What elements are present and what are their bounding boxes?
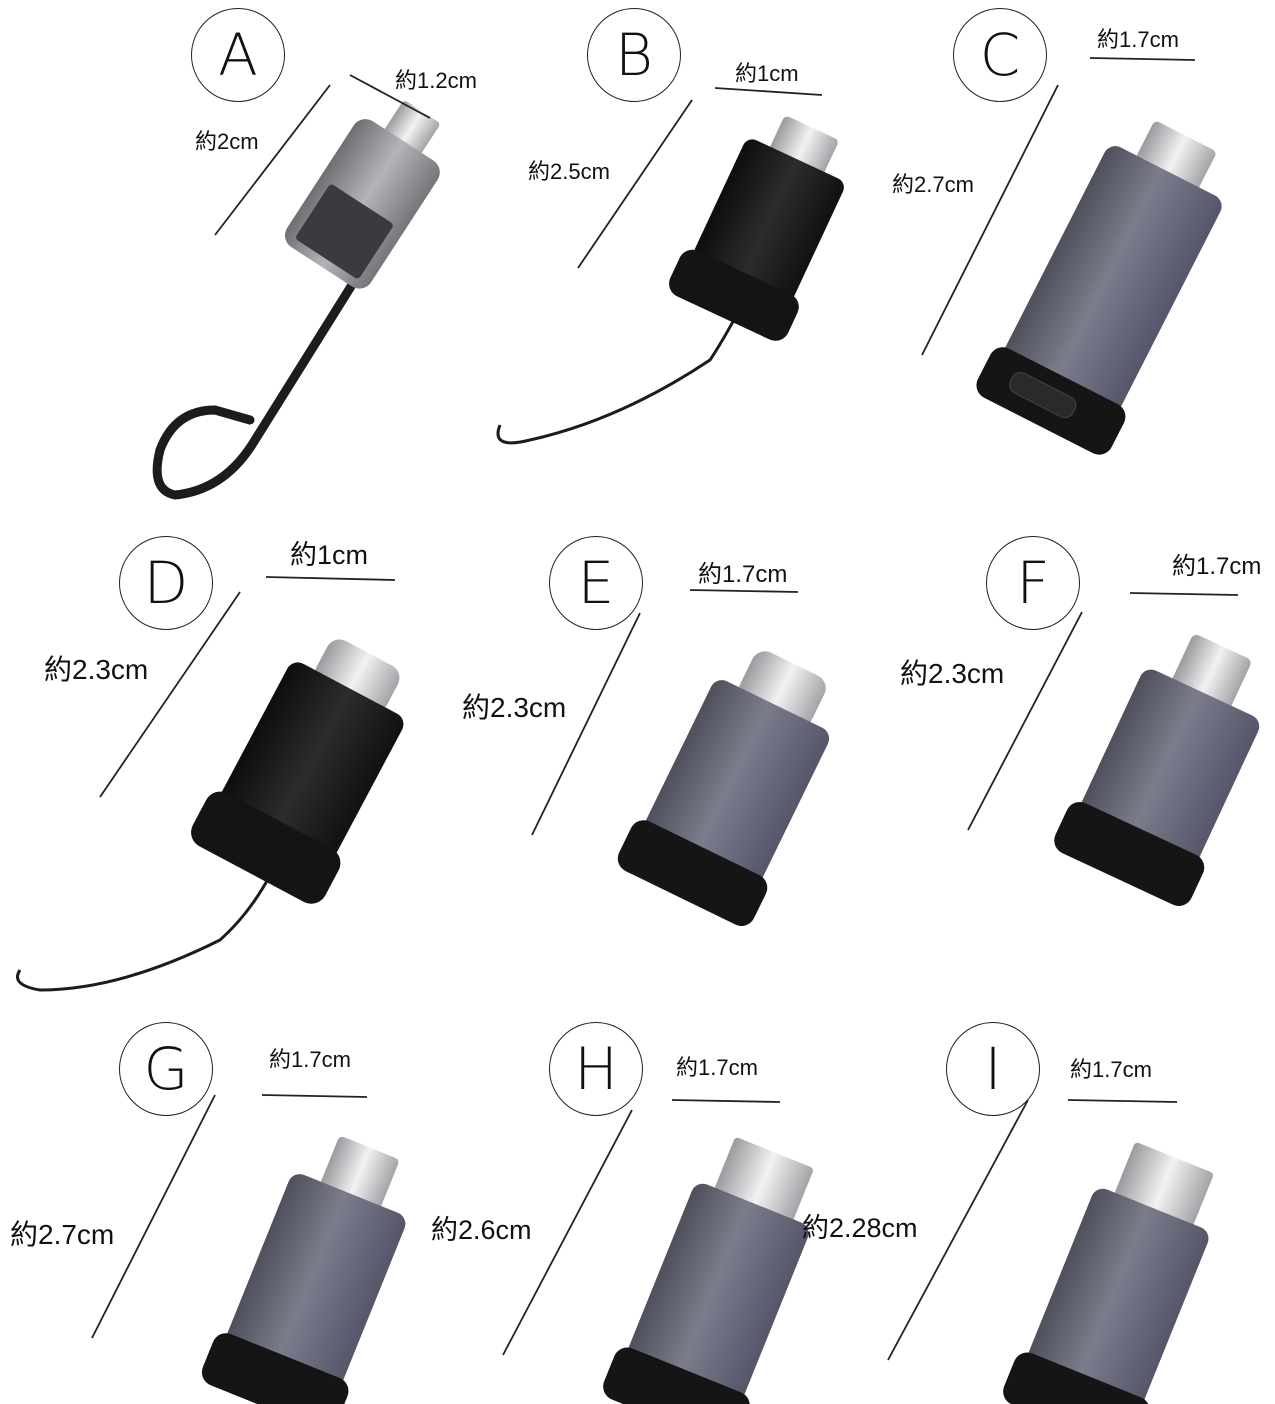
adapter-b-illustration xyxy=(496,116,844,445)
label-circle-i: I xyxy=(946,1022,1040,1116)
width-label-e: 約1.7cm xyxy=(698,561,788,588)
width-label-f: 約1.7cm xyxy=(1172,553,1262,580)
width-label-h: 約1.7cm xyxy=(676,1055,758,1080)
item-letter: G xyxy=(143,1035,189,1103)
length-label-c: 約2.7cm xyxy=(892,172,974,197)
adapter-i-illustration xyxy=(1003,1142,1213,1404)
adapter-h-illustration xyxy=(603,1137,813,1404)
adapter-g-illustration xyxy=(201,1136,406,1404)
width-label-b: 約1cm xyxy=(735,61,799,86)
length-label-g: 約2.7cm xyxy=(10,1219,115,1250)
label-circle-b: B xyxy=(587,8,681,102)
item-letter: I xyxy=(984,1035,1002,1103)
adapter-f-illustration xyxy=(1054,634,1260,906)
length-label-d: 約2.3cm xyxy=(44,654,149,685)
length-label-h: 約2.6cm xyxy=(431,1215,532,1245)
item-letter: C xyxy=(979,21,1021,89)
length-label-f: 約2.3cm xyxy=(900,658,1005,689)
adapter-d-illustration xyxy=(16,639,404,992)
length-label-e: 約2.3cm xyxy=(462,692,567,723)
label-circle-g: G xyxy=(119,1022,213,1116)
length-label-b: 約2.5cm xyxy=(528,159,610,184)
length-label-a: 約2cm xyxy=(195,129,259,154)
label-circle-e: E xyxy=(549,536,643,630)
width-label-a: 約1.2cm xyxy=(395,68,477,93)
label-circle-a: A xyxy=(191,8,285,102)
item-letter: B xyxy=(615,21,653,89)
adapter-e-illustration xyxy=(617,651,830,926)
width-label-d: 約1cm xyxy=(290,540,369,570)
label-circle-f: F xyxy=(986,536,1080,630)
item-letter: E xyxy=(577,549,615,617)
label-circle-c: C xyxy=(953,8,1047,102)
dimension-arrows xyxy=(91,57,1239,1361)
item-letter: H xyxy=(574,1035,618,1103)
item-letter: D xyxy=(143,549,189,617)
length-label-i: 約2.28cm xyxy=(802,1213,918,1243)
width-label-i: 約1.7cm xyxy=(1070,1057,1152,1082)
width-label-c: 約1.7cm xyxy=(1097,27,1179,52)
label-circle-d: D xyxy=(119,536,213,630)
item-letter: A xyxy=(218,21,258,89)
adapter-c-illustration xyxy=(976,121,1222,455)
adapter-a-illustration xyxy=(152,101,440,500)
width-label-g: 約1.7cm xyxy=(269,1047,351,1072)
item-letter: F xyxy=(1016,549,1050,617)
label-circle-h: H xyxy=(549,1022,643,1116)
